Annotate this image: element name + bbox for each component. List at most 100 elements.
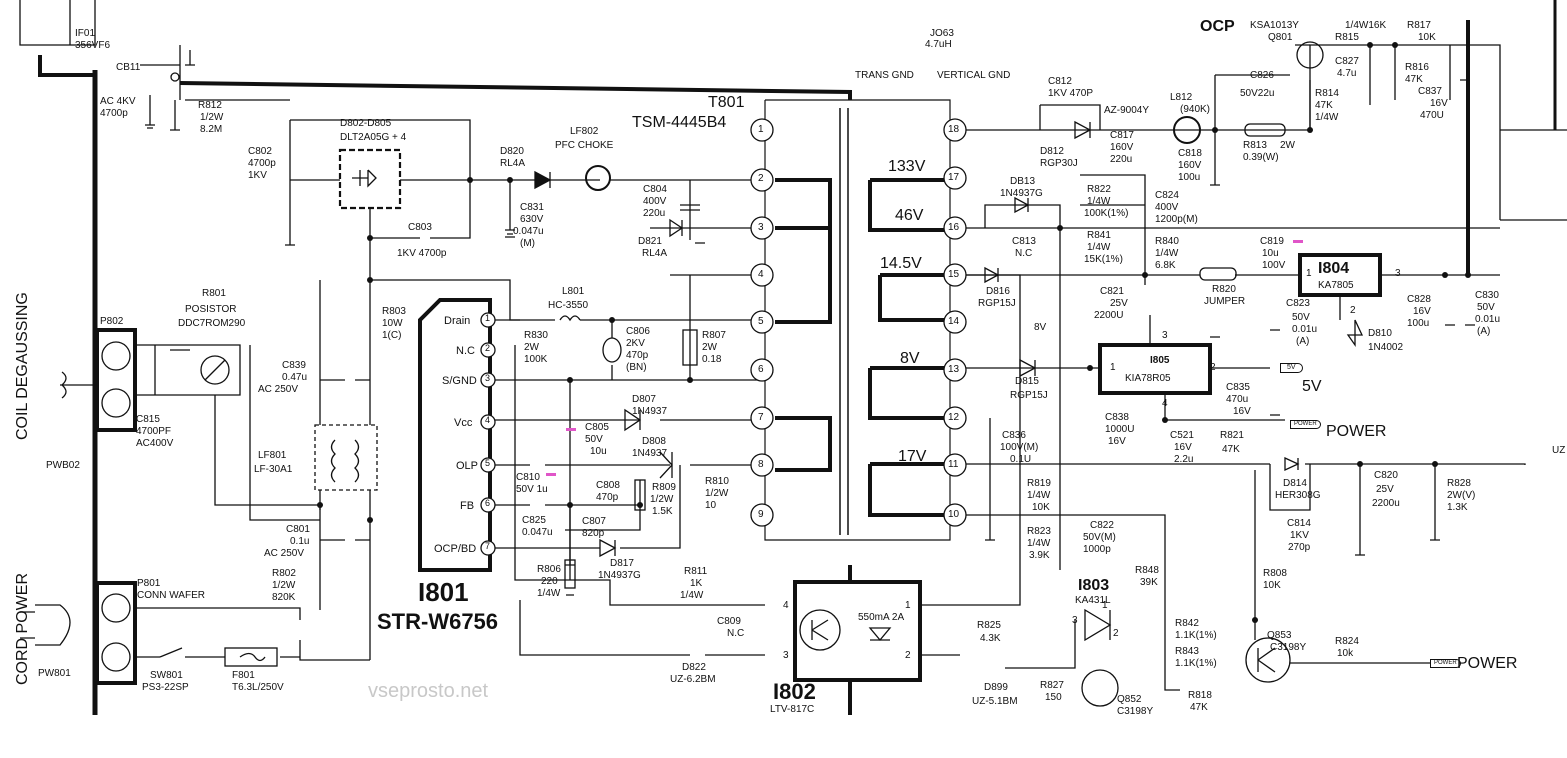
sw801-1: SW801 [150, 670, 183, 681]
c810-2: 50V 1u [516, 484, 548, 495]
r810-3: 10 [705, 500, 717, 511]
c801-1: C801 [286, 524, 310, 535]
c810-1: C810 [516, 472, 540, 483]
v-8: 8V [900, 350, 920, 367]
r802-3: 820K [272, 592, 296, 603]
d815-1: D815 [1015, 376, 1039, 387]
f801-1: F801 [232, 670, 255, 681]
r807-1: R807 [702, 330, 726, 341]
c823-3: 0.01u [1292, 324, 1318, 335]
r821-2: 47K [1222, 444, 1240, 455]
l801-2: HC-3550 [548, 300, 589, 311]
p801-side: CORD POWER [14, 573, 31, 685]
q852-2: C3198Y [1117, 706, 1154, 717]
c836-1: C836 [1002, 430, 1026, 441]
l812-2: (940K) [1180, 104, 1211, 115]
r821-1: R821 [1220, 430, 1244, 441]
i801-part: STR-W6756 [377, 609, 499, 634]
if01-ref: IF01 [75, 28, 96, 39]
r808-1: R808 [1263, 568, 1287, 579]
r807-3: 0.18 [702, 354, 722, 365]
c823-1: C823 [1286, 298, 1310, 309]
i802-pin-3: 3 [783, 650, 789, 661]
c836-3: 0.1U [1010, 454, 1032, 465]
c818-2: 160V [1178, 160, 1202, 171]
d807-2: 1N4937 [632, 406, 668, 417]
i801-pin-drain: Drain [444, 315, 471, 327]
i805-pin-3: 3 [1162, 330, 1168, 341]
watermark: vseprosto.net [368, 680, 489, 702]
r842-1: R842 [1175, 618, 1199, 629]
t801-pin-5: 5 [758, 316, 764, 327]
c838-3: 16V [1108, 436, 1126, 447]
i801-pin-sgnd: S/GND [442, 375, 477, 387]
cb11-label: CB11 [116, 62, 141, 73]
c817-3: 220u [1110, 154, 1133, 165]
i803-ref: I803 [1078, 577, 1110, 594]
t801-pin-17: 17 [948, 172, 960, 183]
c814-2: 1KV [1290, 530, 1309, 541]
az9004: AZ-9004Y [1104, 105, 1150, 116]
d815-2: RGP15J [1010, 390, 1048, 401]
c814-1: C814 [1287, 518, 1311, 529]
c818-1: C818 [1178, 148, 1202, 159]
sw801-2: PS3-22SP [142, 682, 189, 693]
r806-1: R806 [537, 564, 561, 575]
c820-3: 2200u [1372, 498, 1400, 509]
c826-1: C826 [1250, 70, 1274, 81]
t801-pin-1: 1 [758, 124, 764, 135]
r802-2: 1/2W [272, 580, 296, 591]
r809-3: 1.5K [652, 506, 673, 517]
tag-power-1: POWER [1290, 420, 1321, 429]
ac4kv-2: 4700p [100, 108, 128, 119]
c806-4: (BN) [626, 362, 647, 373]
c817-1: C817 [1110, 130, 1134, 141]
r819-1: R819 [1027, 478, 1051, 489]
q801-2: Q801 [1268, 32, 1293, 43]
d802-1: D802-D805 [340, 118, 392, 129]
c825-2: 0.047u [522, 527, 553, 538]
c802-3: 1KV [248, 170, 267, 181]
c821-2: 25V [1110, 298, 1128, 309]
t801-pin-14: 14 [948, 316, 960, 327]
c806-1: C806 [626, 326, 650, 337]
i802-ref: I802 [773, 679, 816, 704]
r816-2: 47K [1405, 74, 1423, 85]
c839-3: AC 250V [258, 384, 299, 395]
r801-3: DDC7ROM290 [178, 318, 246, 329]
r801-2: POSISTOR [185, 304, 237, 315]
c812-1: C812 [1048, 76, 1072, 87]
d813-2: 1N4937G [1000, 188, 1043, 199]
r841-2: 1/4W [1087, 242, 1111, 253]
i801-pin-ocp: OCP/BD [434, 543, 477, 555]
i804-pin-1: 1 [1306, 268, 1312, 279]
t801-pin-3: 3 [758, 222, 764, 233]
label-8v: 8V [1034, 322, 1047, 333]
i805-pin-2: 2 [1210, 362, 1216, 373]
i801-num-4: 4 [485, 415, 491, 425]
c521-2: 16V [1174, 442, 1192, 453]
r815-1: 1/4W16K [1345, 20, 1387, 31]
r818-1: R818 [1188, 690, 1212, 701]
i801-pin-nc: N.C [456, 345, 475, 357]
mark-c819 [1293, 240, 1303, 243]
trans-gnd: TRANS GND [855, 70, 914, 81]
c813-2: N.C [1015, 248, 1033, 259]
c830-1: C830 [1475, 290, 1499, 301]
c819-3: 100V [1262, 260, 1286, 271]
r828-3: 1.3K [1447, 502, 1468, 513]
power-label-1: POWER [1326, 423, 1387, 440]
c828-2: 16V [1413, 306, 1431, 317]
d820-1: D820 [500, 146, 524, 157]
c808-2: 470p [596, 492, 619, 503]
c823-4: (A) [1296, 336, 1310, 347]
c830-2: 50V [1477, 302, 1495, 313]
c808-1: C808 [596, 480, 620, 491]
i801-num-2: 2 [485, 343, 491, 353]
d816-2: RGP15J [978, 298, 1016, 309]
c824-1: C824 [1155, 190, 1179, 201]
d821-1: D821 [638, 236, 662, 247]
c830-3: 0.01u [1475, 314, 1501, 325]
r825-1: R825 [977, 620, 1001, 631]
tag-power-2: POWER [1430, 659, 1461, 668]
